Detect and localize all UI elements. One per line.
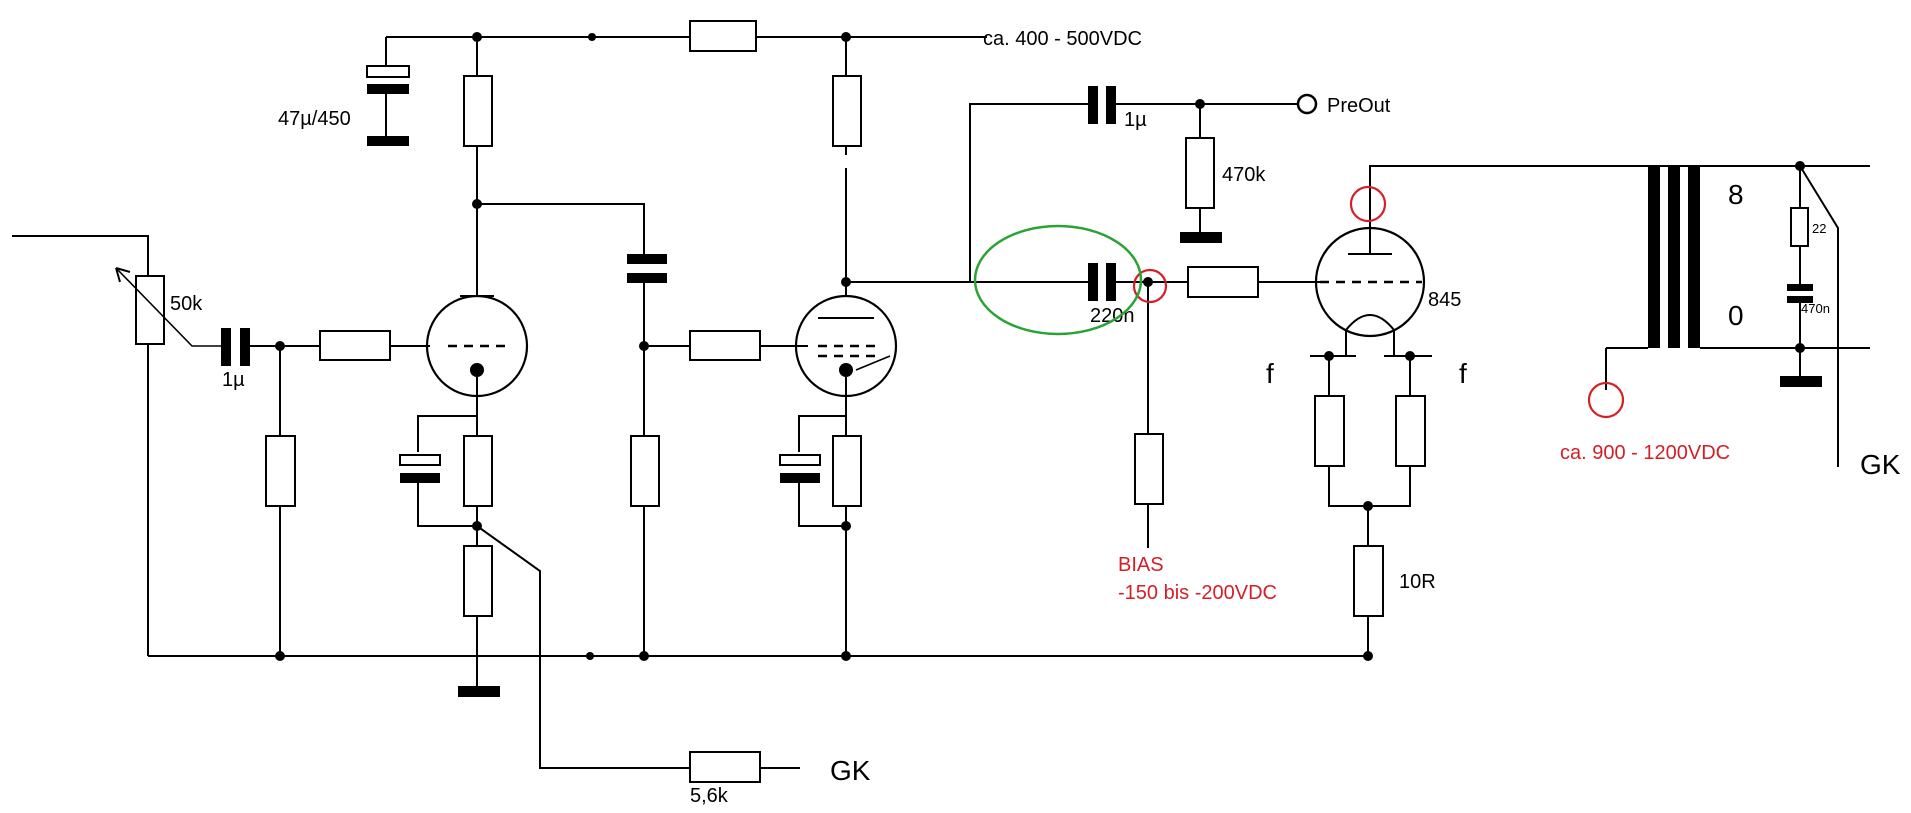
cathode-resistor-1	[463, 435, 493, 507]
green-ellipse-coupling	[973, 224, 1143, 336]
interstage-capacitor	[627, 254, 667, 264]
coupling-cap-label: 220n	[1090, 305, 1135, 327]
input-section: 50k 1µ	[12, 235, 430, 656]
grid-leak-resistor-1	[265, 435, 296, 507]
red-circle-plate	[1349, 185, 1387, 223]
feedback-path: 5,6k GK	[476, 525, 871, 807]
preout-resistor	[1185, 137, 1215, 209]
feedback-resistor	[689, 751, 761, 783]
grid-leak-resistor-2	[630, 435, 660, 507]
preout-cap-label: 1µ	[1124, 109, 1147, 131]
red-circle-hv	[1587, 381, 1625, 419]
cathode-res-label: 10R	[1399, 571, 1436, 593]
ground-zobel	[1780, 376, 1822, 387]
grid-stopper-resistor-2	[689, 330, 761, 361]
preout-res-label: 470k	[1222, 164, 1266, 186]
input-capacitor	[221, 328, 231, 366]
ground-bus	[148, 651, 1373, 661]
supply-voltage-label: ca. 400 - 500VDC	[983, 28, 1142, 50]
hv-voltage-label: ca. 900 - 1200VDC	[1560, 442, 1730, 464]
coupling-capacitor	[1088, 263, 1098, 301]
annotations: ca. 900 - 1200VDC	[973, 185, 1730, 464]
preout-label: PreOut	[1327, 95, 1391, 117]
hum-balance-resistor-right	[1395, 395, 1426, 467]
zobel-resistor	[1790, 207, 1809, 247]
fb-res-label: 5,6k	[690, 785, 729, 807]
plate-load-resistor-2	[832, 75, 862, 147]
zobel-res-label: 22	[1812, 221, 1826, 236]
input-cap-label: 1µ	[222, 369, 245, 391]
supply-capacitor: 47µ/450	[278, 65, 410, 146]
supply-rail: ca. 400 - 500VDC	[385, 20, 1142, 78]
cathode-resistor-2	[832, 435, 862, 507]
plate-load-resistor-1	[463, 75, 493, 147]
pot-label: 50k	[170, 293, 203, 315]
hum-balance-resistor-left	[1314, 395, 1345, 467]
ground-preout	[1180, 232, 1222, 243]
zobel-capacitor	[1787, 284, 1813, 291]
grid-stopper-resistor-1	[319, 330, 391, 361]
bias-resistor	[1134, 433, 1164, 505]
cathode-resistor-1b	[463, 545, 493, 617]
zobel-cap-label: 470n	[1801, 301, 1830, 316]
output-tube-section: 845 f f 10R	[1266, 165, 1870, 656]
bias-title-label: BIAS	[1118, 554, 1164, 576]
stage2-section	[689, 75, 970, 656]
red-circle-coupling	[1132, 268, 1168, 304]
supply-cap-label: 47µ/450	[278, 108, 351, 130]
gk-right-label: GK	[1860, 449, 1901, 480]
preout-jack[interactable]	[1296, 93, 1318, 115]
tube-label: 845	[1428, 289, 1461, 311]
bias-range-label: -150 bis -200VDC	[1118, 582, 1277, 604]
tap-0-label: 0	[1728, 300, 1744, 331]
gk-bottom-label: GK	[830, 755, 871, 786]
cathode-resistor-10r	[1353, 545, 1384, 617]
preout-capacitor	[1088, 86, 1098, 124]
tap-8-label: 8	[1728, 179, 1744, 210]
supply-dropping-resistor	[689, 20, 757, 52]
filament-right-label: f	[1459, 358, 1467, 389]
ground-stage1	[458, 686, 500, 697]
cathode-bypass-cap-2	[780, 473, 820, 483]
stage1-section	[399, 75, 690, 697]
filament-left-label: f	[1266, 358, 1274, 389]
preout-section: 1µ PreOut 470k 220n BIAS -150 bis -200VD…	[969, 86, 1391, 604]
volume-pot	[135, 275, 165, 345]
output-transformer: 8 0 22 470n GK	[1605, 161, 1901, 480]
output-grid-stopper	[1187, 266, 1259, 298]
cathode-bypass-cap-1	[400, 473, 440, 483]
